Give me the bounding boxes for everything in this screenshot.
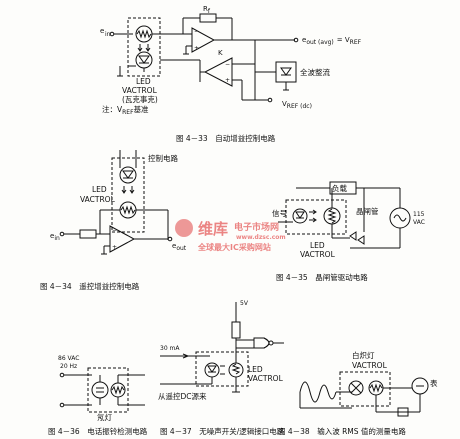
vref-label: VREF (dc) <box>282 100 312 110</box>
fig-4-34-circuit: 控制电路 LED VACTROL ein − + eout <box>50 150 187 255</box>
lamp-icon <box>348 380 364 396</box>
signal-label: 信号 <box>272 208 287 218</box>
caption-4-35: 图 4－35 晶闸管驱动电路 <box>276 272 368 282</box>
watermark-brand2: 电子市场网 <box>234 221 279 233</box>
vactrol-box-2 <box>111 157 145 233</box>
caption-4-34: 图 4－34 遥控增益控制电路 <box>40 281 140 291</box>
vactrol-cn-label: (瓦克事克) <box>122 94 158 104</box>
led-icon-2 <box>119 166 137 184</box>
vactrol-label-5: VACTROL <box>248 374 284 383</box>
load-label: 负载 <box>332 183 347 193</box>
svg-text:+: + <box>225 77 230 84</box>
eout-label: eout (avg)= VREF <box>302 36 362 46</box>
rf-resistor <box>199 13 217 23</box>
vactrol-box-3 <box>285 199 347 235</box>
svg-text:in: in <box>105 31 111 38</box>
vactrol-box-4 <box>87 367 129 413</box>
caption-4-33: 图 4－33 自动增益控制电路 <box>176 133 276 143</box>
watermark-url: www.dzsc.com <box>236 234 286 241</box>
led-label-2: LED <box>92 185 107 194</box>
watermark: 维库 电子市场网 www.dzsc.com 全球最大IC采购网站 <box>175 219 286 252</box>
photoresistor-icon-6 <box>368 380 384 396</box>
opamp-1-icon <box>191 27 216 53</box>
svg-text:+: + <box>112 244 117 251</box>
vactrol-label-3: VACTROL <box>300 250 336 259</box>
vactrol-box-5 <box>195 351 249 387</box>
vac2-label: VAC <box>413 219 425 226</box>
led-label-3: LED <box>310 241 325 250</box>
ein-label-2: ein <box>50 232 60 242</box>
opamp-2-icon <box>203 57 233 87</box>
svg-text:−: − <box>225 61 230 68</box>
meter-label: 表 <box>430 378 438 388</box>
caption-4-38: 图 4－38 输入波 RMS 值的测量电路 <box>278 426 406 436</box>
svg-text:−: − <box>194 28 199 35</box>
neon-lamp-icon <box>91 381 109 399</box>
vactrol-label-2: VACTROL <box>80 195 116 204</box>
photoresistor-icon-5 <box>228 362 244 378</box>
svg-text:+: + <box>194 45 199 52</box>
opamp-3-icon <box>109 225 136 253</box>
rf-label: Rf <box>203 5 211 15</box>
input-resistor <box>79 229 97 239</box>
vactrol-box-6 <box>339 371 391 407</box>
led-icon <box>135 51 153 69</box>
v5-label: 5V <box>240 300 249 307</box>
fig-4-33-circuit: e in LED VACTROL (瓦克事克) 注：VREF基准 − + Rf <box>100 5 362 116</box>
led-icon-5 <box>204 362 220 378</box>
control-label: 控制电路 <box>148 153 178 163</box>
led-label: LED <box>136 77 151 86</box>
rectifier-box <box>275 61 297 83</box>
vactrol-label-6: VACTROL <box>352 361 388 370</box>
fig-4-38-circuit: 白炽灯 VACTROL 表 <box>299 350 438 417</box>
note-label: 注：VREF基准 <box>102 104 149 116</box>
svg-text:−: − <box>112 227 117 234</box>
caption-4-37: 图 4－37 无噪声开关/逻辑接口电路 <box>160 426 285 436</box>
fig-4-36-circuit: 86 VAC 20 Hz 氖灯 <box>58 355 145 422</box>
watermark-slogan: 全球最大IC采购网站 <box>197 242 271 252</box>
lamp-label: 白炽灯 <box>352 350 375 360</box>
watermark-brand: 维库 <box>198 220 228 238</box>
vac-label: 115 <box>413 211 425 218</box>
rectifier-label: 全波整流 <box>300 67 330 77</box>
led-label-5: LED <box>248 365 263 374</box>
waveform-icon <box>299 381 337 403</box>
ma-label: 30 mA <box>160 345 180 352</box>
k-label: K <box>218 49 223 57</box>
remote-label: 从遥控DC源来 <box>158 391 207 401</box>
pullup-resistor <box>231 321 241 339</box>
vactrol-label: VACTROL <box>122 86 158 95</box>
vactrol-box <box>127 17 161 77</box>
caption-4-36: 图 4－36 电话振铃检测电路 <box>48 426 148 436</box>
thyristor-label: 晶闸管 <box>356 206 379 216</box>
fig-4-35-circuit: 负载 115 VAC 信号 晶闸管 LED VACTROL <box>272 181 425 259</box>
fig-4-37-circuit: 5V 30 mA LED VACTROL 从遥控DC源来 <box>158 300 284 401</box>
neon-label: 氖灯 <box>97 412 112 422</box>
ein-label: e <box>100 27 104 35</box>
photoresistor-icon-4 <box>110 382 126 398</box>
thyristor-icon <box>349 231 365 245</box>
led-icon-3 <box>292 208 308 224</box>
vac-label-436: 86 VAC <box>58 355 79 362</box>
eout-label-2: eout <box>172 242 187 252</box>
watermark-logo-icon <box>175 219 193 237</box>
hz-label-436: 20 Hz <box>60 363 77 370</box>
